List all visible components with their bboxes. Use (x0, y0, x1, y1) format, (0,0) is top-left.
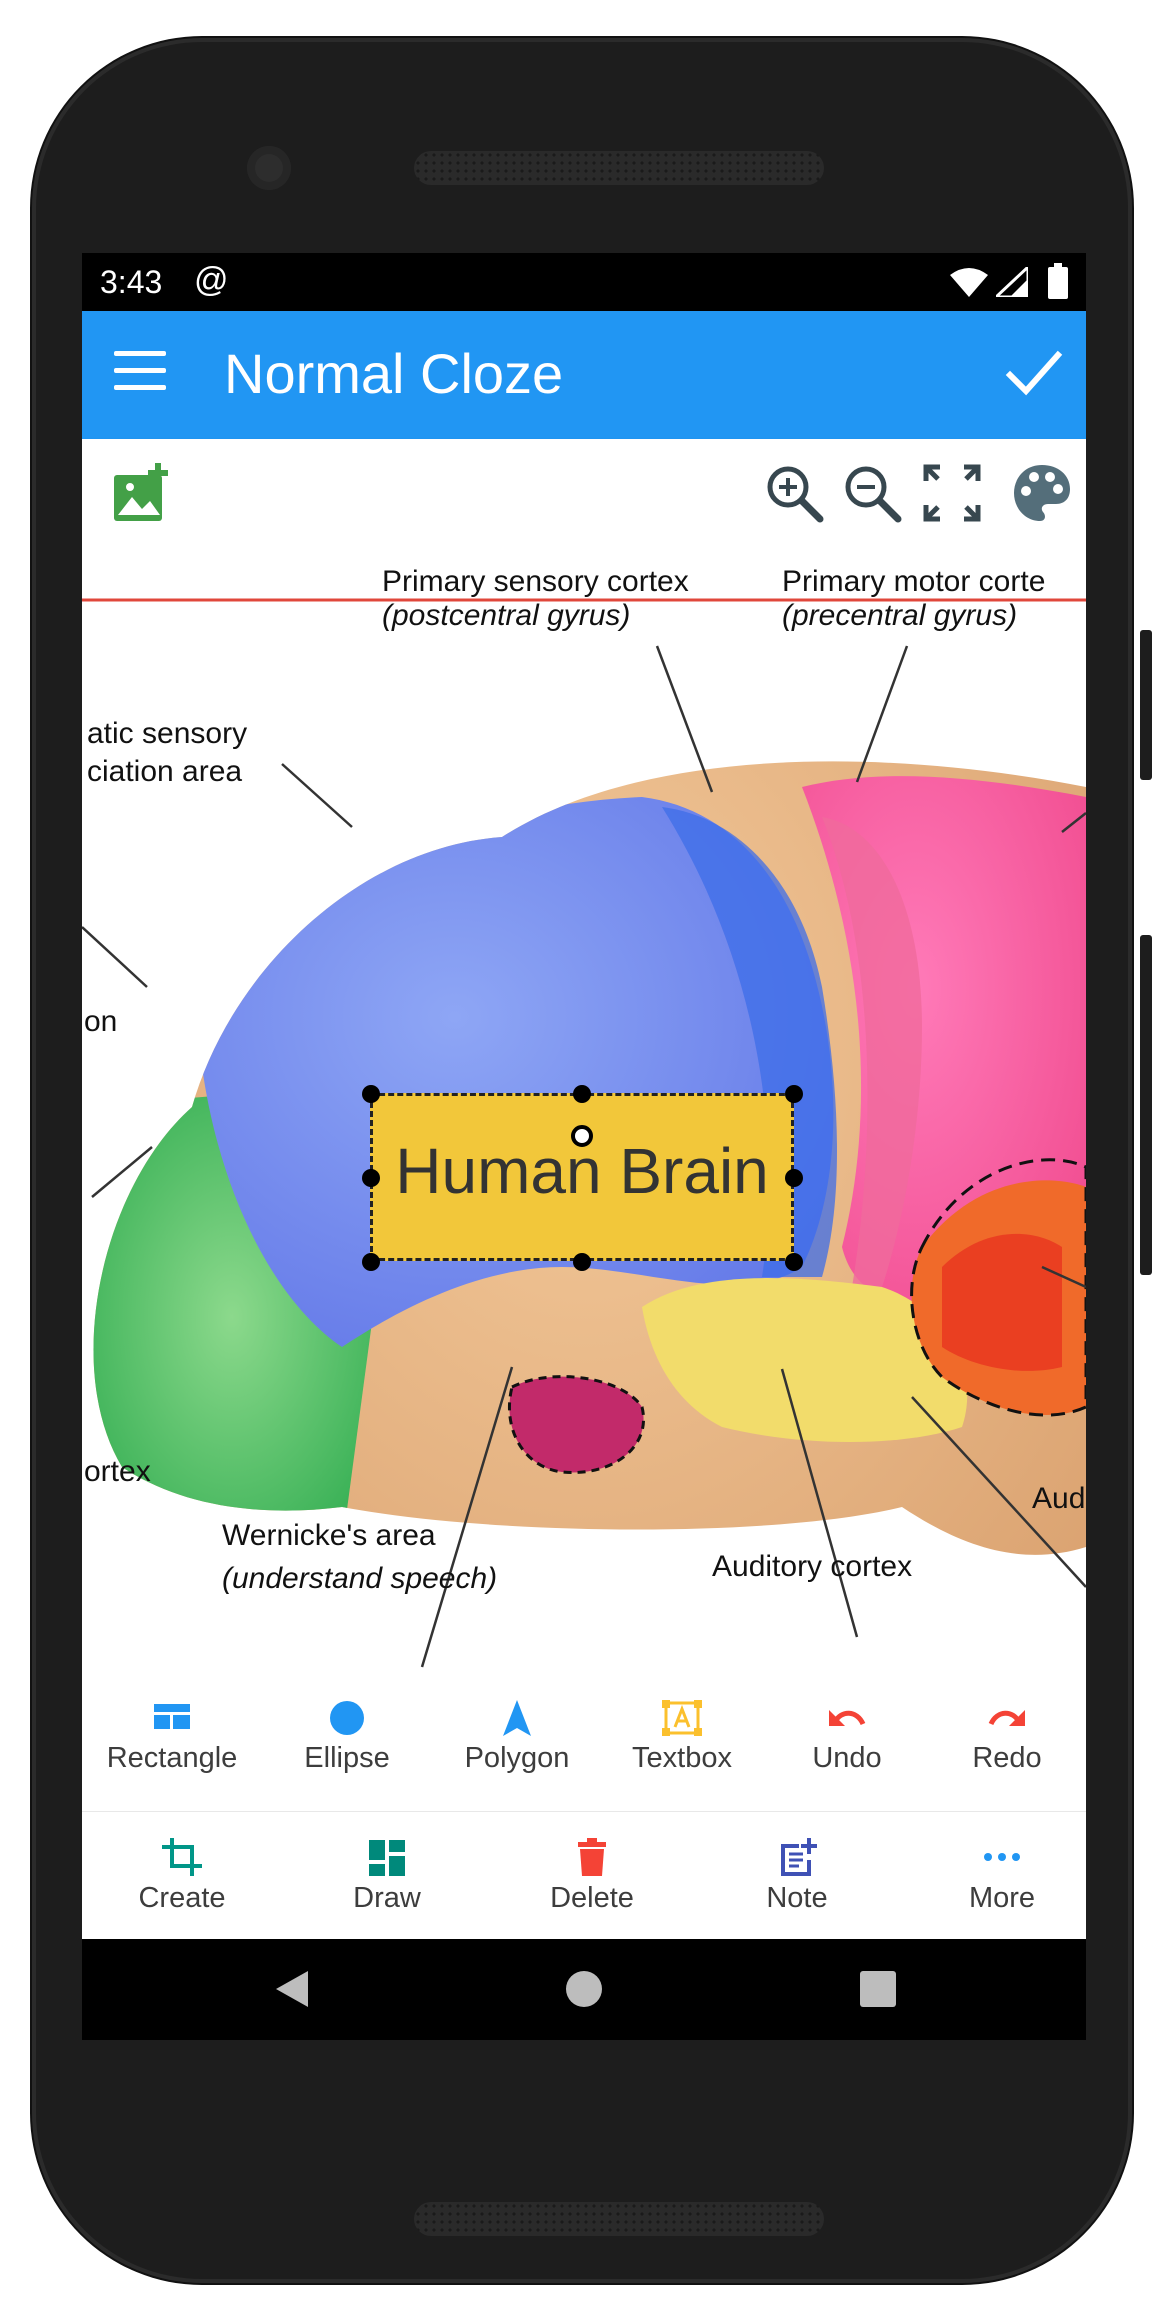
textbox-tool-button[interactable]: Textbox (602, 1700, 762, 1775)
textbox-label: Textbox (632, 1742, 732, 1774)
label-wernicke: Wernicke's area (222, 1519, 436, 1552)
ellipse-tool-button[interactable]: Ellipse (272, 1700, 422, 1775)
screen: 3:43 @ Normal Cloze (82, 253, 1086, 2040)
resize-handle-mr[interactable] (785, 1169, 803, 1187)
trash-icon (578, 1838, 606, 1876)
resize-handle-tm[interactable] (573, 1085, 591, 1103)
dashboard-icon (369, 1840, 405, 1876)
redo-icon (988, 1710, 1025, 1726)
front-camera (247, 146, 291, 190)
nav-note-label: Note (766, 1882, 828, 1914)
menu-icon[interactable] (114, 351, 166, 397)
note-add-icon (781, 1838, 817, 1876)
palette-icon[interactable] (1010, 461, 1074, 525)
volume-button (1140, 630, 1152, 780)
add-image-icon[interactable] (112, 461, 176, 525)
undo-label: Undo (812, 1742, 882, 1774)
label-primary-sensory-sub: (postcentral gyrus) (382, 599, 631, 632)
status-time: 3:43 (100, 264, 163, 300)
nav-delete[interactable]: Delete (522, 1838, 662, 1915)
redo-label: Redo (972, 1742, 1042, 1774)
app-bar: Normal Cloze (82, 311, 1086, 439)
label-ortex: ortex (84, 1455, 151, 1488)
back-icon[interactable] (272, 1969, 312, 2009)
resize-handle-tl[interactable] (362, 1085, 380, 1103)
bottom-speaker (414, 2202, 824, 2236)
nav-create-label: Create (138, 1882, 226, 1914)
label-primary-motor: Primary motor corte (782, 565, 1046, 598)
label-primary-sensory: Primary sensory cortex (382, 565, 689, 598)
shapes-toolbar: Rectangle Ellipse Polygon Textbox Undo R… (82, 1680, 1086, 1810)
undo-button[interactable]: Undo (782, 1700, 912, 1775)
ellipse-icon (330, 1701, 364, 1735)
system-navigation-bar (82, 1939, 1086, 2040)
label-somatic-2: ciation area (87, 755, 243, 788)
label-primary-motor-sub: (precentral gyrus) (782, 599, 1018, 632)
nav-create[interactable]: Create (112, 1838, 252, 1915)
home-icon[interactable] (564, 1969, 604, 2009)
textbox-icon (662, 1700, 702, 1736)
resize-handle-br[interactable] (785, 1253, 803, 1271)
zoom-out-icon[interactable] (840, 461, 904, 525)
bottom-navigation: Create Draw Delete Note More (82, 1811, 1086, 1939)
label-auditory: Auditory cortex (712, 1550, 913, 1583)
nav-draw-label: Draw (353, 1882, 421, 1914)
cloze-text: Human Brain (395, 1135, 769, 1207)
label-on: on (84, 1005, 118, 1038)
editor-toolbar (82, 439, 1086, 547)
nav-more-label: More (968, 1882, 1036, 1914)
ellipse-label: Ellipse (304, 1742, 390, 1774)
wifi-icon (950, 268, 988, 297)
rectangle-tool-button[interactable]: Rectangle (92, 1700, 252, 1775)
signal-icon (996, 267, 1028, 297)
resize-handle-tr[interactable] (785, 1085, 803, 1103)
cloze-textbox[interactable]: Human Brain (370, 1093, 794, 1261)
nav-more[interactable]: More (932, 1838, 1072, 1915)
label-aud: Aud (1032, 1482, 1086, 1515)
nav-delete-label: Delete (550, 1882, 634, 1914)
status-bar: 3:43 @ (82, 253, 1086, 311)
label-somatic-1: atic sensory (87, 717, 248, 750)
rectangle-label: Rectangle (106, 1742, 238, 1774)
page-title: Normal Cloze (224, 342, 564, 405)
battery-icon (1048, 263, 1068, 299)
more-icon (984, 1853, 1020, 1861)
polygon-label: Polygon (464, 1742, 570, 1774)
undo-icon (829, 1710, 866, 1726)
fullscreen-icon[interactable] (920, 461, 984, 525)
earpiece-speaker (414, 151, 824, 185)
nav-note[interactable]: Note (727, 1838, 867, 1915)
redo-button[interactable]: Redo (942, 1700, 1072, 1775)
rectangle-icon (154, 1704, 190, 1729)
polygon-tool-button[interactable]: Polygon (442, 1700, 592, 1775)
polygon-icon (503, 1700, 531, 1736)
check-icon[interactable] (1004, 343, 1064, 403)
rotate-handle[interactable] (571, 1125, 593, 1147)
status-at-icon: @ (194, 261, 229, 299)
crop-icon (162, 1838, 202, 1876)
label-wernicke-sub: (understand speech) (222, 1562, 498, 1595)
resize-handle-bl[interactable] (362, 1253, 380, 1271)
image-canvas[interactable]: Primary sensory cortex (postcentral gyru… (82, 547, 1086, 1809)
power-button (1140, 935, 1152, 1275)
nav-draw[interactable]: Draw (317, 1838, 457, 1915)
resize-handle-ml[interactable] (362, 1169, 380, 1187)
resize-handle-bm[interactable] (573, 1253, 591, 1271)
recents-icon[interactable] (858, 1969, 898, 2009)
zoom-in-icon[interactable] (762, 461, 826, 525)
